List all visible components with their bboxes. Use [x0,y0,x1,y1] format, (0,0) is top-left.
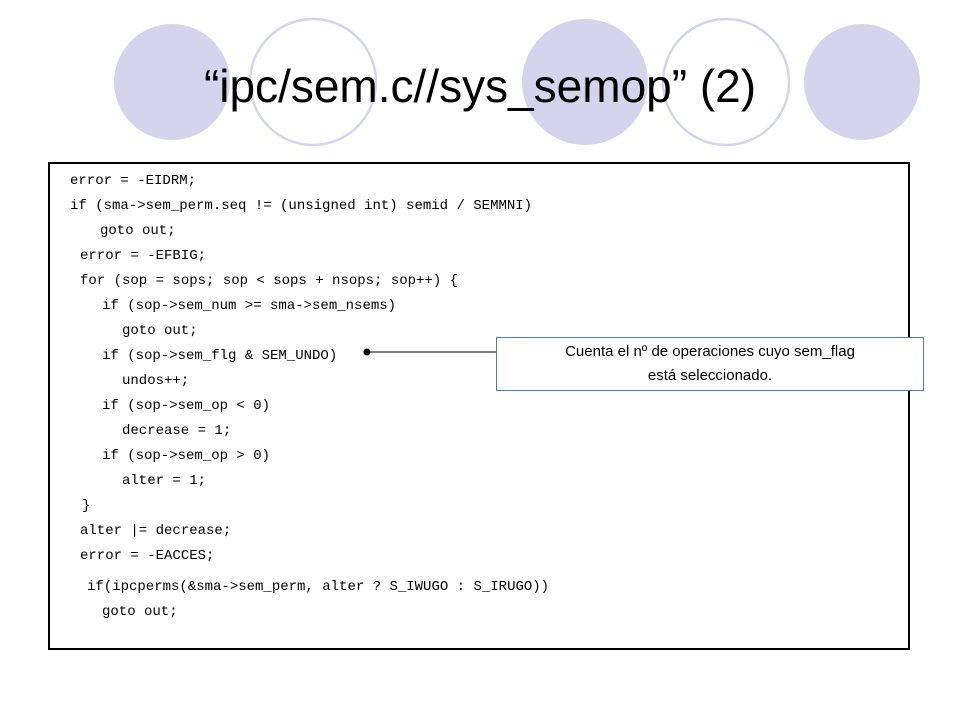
code-line: goto out; [102,604,178,620]
code-line: alter = 1; [122,473,207,489]
decorative-circle-outline-2 [661,17,791,147]
code-line: goto out; [122,323,198,339]
code-line: error = -EIDRM; [70,173,197,189]
decorative-circle-filled-2 [522,19,648,145]
code-line: if (sma->sem_perm.seq != (unsigned int) … [70,198,533,214]
code-line: decrease = 1; [122,423,232,439]
code-line: error = -EACCES; [80,548,215,564]
code-line: if (sop->sem_flg & SEM_UNDO) [102,348,338,364]
decorative-circle-filled-1 [114,24,230,140]
code-line: } [82,498,91,514]
code-line: goto out; [100,223,176,239]
code-line: for (sop = sops; sop < sops + nsops; sop… [80,273,459,289]
decorative-circle-filled-3 [804,24,920,140]
code-line: if (sop->sem_num >= sma->sem_nsems) [102,298,397,314]
code-box: error = -EIDRM; if (sma->sem_perm.seq !=… [48,162,910,650]
callout-box: Cuenta el nº de operaciones cuyo sem_fla… [496,337,924,391]
slide-title: “ipc/sem.c//sys_semop” (2) [203,60,757,112]
decorative-circle-outline-1 [248,17,378,147]
code-line: alter |= decrease; [80,523,232,539]
code-line: if (sop->sem_op > 0) [102,448,271,464]
callout-connector [363,348,498,356]
code-line: if(ipcperms(&sma->sem_perm, alter ? S_IW… [87,579,550,595]
code-line: undos++; [122,373,190,389]
code-line: error = -EFBIG; [80,248,207,264]
callout-text-line2: está seleccionado. [647,367,773,384]
callout-text-line1: Cuenta el nº de operaciones cuyo sem_fla… [565,343,855,360]
decorative-circles [114,17,920,147]
code-line: if (sop->sem_op < 0) [102,398,271,414]
